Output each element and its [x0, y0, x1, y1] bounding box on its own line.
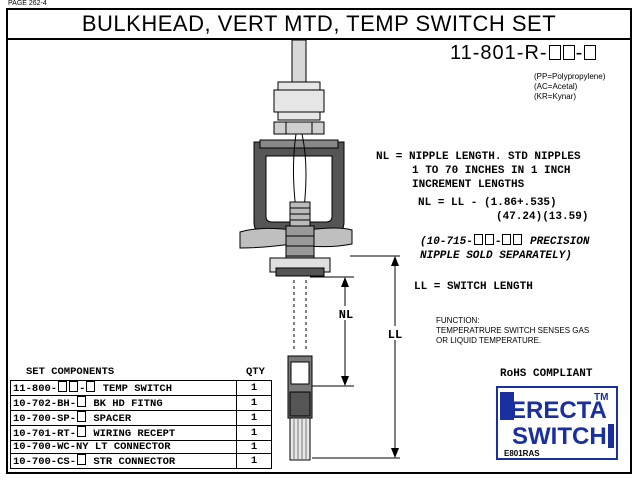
nl-note-line1: NL = NIPPLE LENGTH. STD NIPPLES — [376, 151, 581, 163]
option-box — [584, 45, 597, 60]
component-name: WIRING RECEPT — [87, 428, 176, 440]
option-box — [86, 381, 96, 392]
component-part-sep: - — [79, 383, 86, 395]
part-number-mid: - — [575, 42, 584, 64]
component-name: TEMP SWITCH — [96, 383, 173, 395]
component-name: SPACER — [87, 413, 132, 425]
material-list: (PP=Polypropylene) (AC=Acetal) (KR=Kynar… — [534, 72, 605, 102]
page-title: BULKHEAD, VERT MTD, TEMP SWITCH SET — [8, 10, 630, 40]
switch-assembly-drawing: NL LL — [239, 40, 405, 461]
component-part-number: 10-700-SP- — [13, 413, 77, 425]
strain-relief-connector — [273, 81, 325, 121]
component-qty: 1 — [236, 380, 272, 396]
page-label: PAGE 262-4 — [6, 0, 49, 7]
precision-note: (10-715- - PRECISION NIPPLE SOLD SEPARATEL… — [420, 234, 589, 263]
component-name: BK HD FITNG — [87, 398, 163, 410]
components-header-left: SET COMPONENTS — [26, 366, 115, 378]
component-qty: 1 — [236, 440, 272, 454]
option-box — [77, 426, 87, 437]
material-ac: (AC=Acetal) — [534, 82, 578, 91]
nl-label: NL — [339, 308, 353, 322]
component-description: 10-700-CS- STR CONNECTOR — [10, 453, 237, 469]
material-pp: (PP=Polypropylene) — [534, 72, 606, 81]
nl-note-line2: 1 TO 70 INCHES IN 1 INCH — [412, 165, 571, 177]
nl-formula: NL = LL - (1.86+.535) (47.24)(13.59) — [418, 196, 588, 224]
component-description: 10-702-BH- BK HD FITNG — [10, 395, 237, 411]
component-description: 10-700-WC-NY LT CONNECTOR — [10, 440, 237, 454]
material-box-1 — [548, 45, 561, 60]
ll-label: LL — [388, 328, 402, 342]
component-description: 10-700-SP- SPACER — [10, 410, 237, 426]
precision-suffix: PRECISION — [523, 236, 590, 248]
bulkhead-wall-left — [239, 227, 293, 249]
material-kr: (KR=Kynar) — [534, 92, 577, 101]
precision-box-2 — [484, 234, 494, 245]
nl-formula-line1: NL = LL - (1.86+.535) — [418, 197, 557, 209]
erecta-switch-logo: ERECTA TM SWITCH E801RAS — [496, 386, 618, 460]
logo-tm: TM — [594, 392, 608, 403]
temp-probe — [289, 417, 311, 461]
precision-box-3 — [502, 234, 512, 245]
cable — [291, 40, 307, 83]
precision-prefix: (10-715- — [420, 236, 473, 248]
component-part-number: 10-701-RT- — [13, 428, 77, 440]
component-part-number: 11-800- — [13, 383, 58, 395]
components-header: SET COMPONENTS QTY — [10, 366, 272, 380]
precision-line2: NIPPLE SOLD SEPARATELY) — [420, 250, 572, 262]
option-box — [69, 381, 79, 392]
component-row: 11-800- - TEMP SWITCH 1 — [10, 380, 272, 396]
wiring-receptacle-nut — [273, 121, 325, 135]
component-description: 11-800- - TEMP SWITCH — [10, 380, 237, 396]
nl-note: NL = NIPPLE LENGTH. STD NIPPLES 1 TO 70 I… — [376, 150, 581, 192]
option-box — [58, 381, 68, 392]
function-label: FUNCTION: — [436, 316, 480, 325]
component-part-number: 10-700-WC-NY — [13, 441, 89, 453]
material-box-2 — [562, 45, 575, 60]
component-qty: 1 — [236, 395, 272, 411]
component-name: STR CONNECTOR — [87, 456, 176, 468]
option-box — [77, 454, 87, 465]
part-number: 11-801-R- - — [450, 42, 597, 65]
component-qty: 1 — [236, 410, 272, 426]
component-part-number: 10-702-BH- — [13, 398, 77, 410]
precision-box-1 — [473, 234, 483, 245]
logo-word-switch: SWITCH — [512, 423, 607, 450]
rohs-compliant: RoHS COMPLIANT — [500, 368, 593, 380]
precision-mid: - — [494, 236, 502, 248]
bulkhead-wall-right — [307, 227, 353, 248]
drawing-border — [6, 8, 632, 474]
logo-code: E801RAS — [504, 449, 540, 458]
function-line1: TEMPERATRURE SWITCH SENSES GAS — [436, 326, 590, 335]
nl-formula-line2: (47.24)(13.59) — [496, 211, 589, 223]
components-header-qty: QTY — [246, 366, 265, 378]
housing-cavity — [265, 155, 333, 223]
component-qty: 1 — [236, 425, 272, 441]
component-part-number: 10-700-CS- — [13, 456, 77, 468]
component-name: LT CONNECTOR — [88, 441, 171, 453]
option-box — [77, 411, 87, 422]
function-line2: OR LIQUID TEMPERATURE. — [436, 336, 542, 345]
logo-word-erecta: ERECTA — [510, 397, 607, 424]
precision-box-4 — [513, 234, 523, 245]
option-box — [77, 396, 87, 407]
component-description: 10-701-RT- WIRING RECEPT — [10, 425, 237, 441]
ll-note: LL = SWITCH LENGTH — [414, 281, 533, 293]
nl-note-line3: INCREMENT LENGTHS — [412, 179, 525, 191]
component-qty: 1 — [236, 453, 272, 469]
part-number-prefix: 11-801-R- — [450, 42, 548, 64]
function-note: FUNCTION: TEMPERATRURE SWITCH SENSES GAS… — [436, 316, 589, 346]
